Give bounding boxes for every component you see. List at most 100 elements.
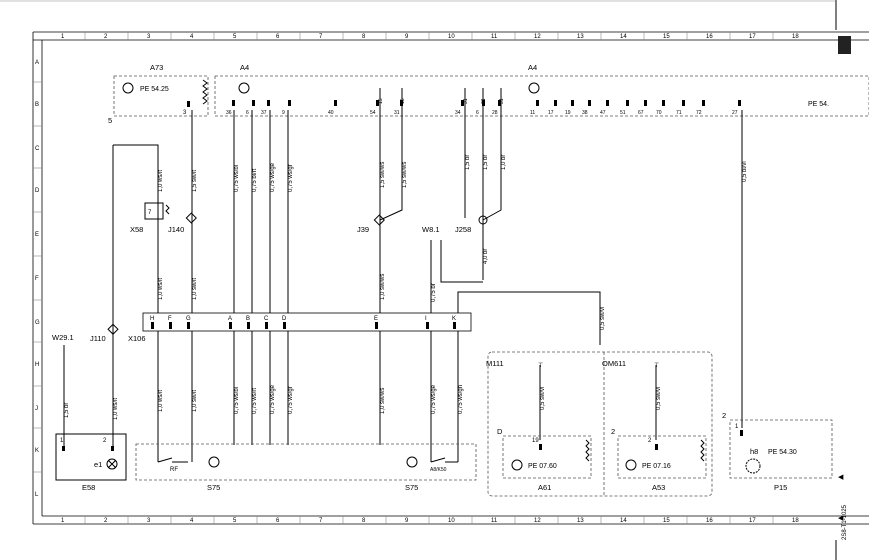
m111-label: M111: [486, 359, 504, 368]
wire-label: 0,75 ws/gn: [458, 385, 464, 414]
wire-label: 1,5 sw/lt: [192, 170, 198, 192]
x106-pin-marker: [283, 322, 286, 329]
grid-col-label: 18: [792, 518, 799, 524]
x106-connector: X106: [128, 312, 472, 343]
wire-label: 0,75 ws/gr: [288, 386, 294, 414]
x106-pin-marker: [247, 322, 250, 329]
svg-text:D: D: [497, 427, 503, 436]
a4-pin-marker: [267, 100, 270, 106]
a53-label: A53: [652, 483, 665, 492]
wire-label: 0,5 sw/vi: [600, 307, 606, 330]
wire-label: 1,0 ws/lt: [158, 170, 164, 192]
j140-label: J140: [168, 225, 184, 234]
j39-junction: J39: [357, 214, 385, 234]
a4-pin-label: 27: [732, 110, 738, 116]
x106-pin-label: D: [282, 316, 287, 322]
m5-label: 5: [108, 116, 112, 125]
grid-row-label: A: [35, 60, 39, 66]
a4-pin-label: 38: [582, 110, 588, 116]
a4-pin-marker: [498, 100, 501, 106]
grid-row-label: C: [35, 146, 40, 152]
wire-label: 0,5 sw/vi: [656, 387, 662, 410]
grid-row-label: L: [35, 492, 39, 498]
grid-col-label: 14: [620, 34, 627, 40]
a61-label: A61: [538, 483, 551, 492]
a73-module: A73 PE 54.25 3 5: [108, 63, 209, 125]
a4-pin-label: 37: [261, 110, 267, 116]
wire-label: 0,5 bl/vi: [742, 161, 748, 182]
grid-row-label: B: [35, 102, 39, 108]
x106-pin-marker: [426, 322, 429, 329]
a4-pin-label: 51: [620, 110, 626, 116]
wire-label: 0,75 br: [431, 283, 437, 302]
x106-pin-marker: [187, 322, 190, 329]
a4-pin-label: 40: [328, 110, 334, 116]
grid-col-label: 17: [749, 34, 756, 40]
p15-sub: h8: [750, 447, 758, 456]
grid-col-label: 1: [61, 34, 65, 40]
grid-col-label: 3: [147, 34, 151, 40]
j39-label: J39: [357, 225, 369, 234]
a4-pin-label: 67: [638, 110, 644, 116]
wire-label: 1,5 sw/ws: [402, 162, 408, 188]
p15-label: P15: [774, 483, 787, 492]
s75-module: RF S75 A8/K50 S75: [135, 443, 477, 492]
grid-col-label: 11: [491, 34, 498, 40]
grid-col-label: 6: [276, 518, 280, 524]
wire-label: 1,5 sw/ws: [380, 162, 386, 188]
j140-junction: J140: [168, 212, 197, 234]
grid-col-label: 3: [147, 518, 151, 524]
a4-pin-marker: [536, 100, 539, 106]
grid-col-label: 10: [448, 518, 455, 524]
e58-label: E58: [82, 483, 95, 492]
grid-col-label: 18: [792, 34, 799, 40]
grid-col-label: 13: [577, 518, 584, 524]
x58-label: X58: [130, 225, 143, 234]
a4-pin-marker: [738, 100, 741, 106]
e58-sub: e1: [94, 460, 102, 469]
a4-top-pin: 31: [481, 98, 487, 104]
x106-pin-marker: [169, 322, 172, 329]
wire-label: 0,5 sw/vi: [540, 387, 546, 410]
wire-label: 1,0 ws/lt: [158, 390, 164, 412]
om611-label: OM611: [602, 359, 626, 368]
wire-label: 0,75 ws/rt: [252, 388, 258, 414]
drawing-frame: [32, 31, 869, 525]
grid-col-label: 5: [233, 34, 237, 40]
a4-top-pin: 15: [400, 98, 406, 104]
grid-col-label: 14: [620, 518, 627, 524]
a4-left-label: A4: [240, 63, 249, 72]
grid-col-label: 9: [405, 34, 409, 40]
a73-ref: PE 54.25: [140, 86, 169, 93]
wire-label: 4,0 br: [483, 249, 489, 264]
wire-label: 1,0 ws/lt: [113, 398, 119, 420]
grid-col-label: 12: [534, 518, 541, 524]
grid-row-label: G: [35, 320, 40, 326]
a61-ref: PE 07.60: [528, 463, 557, 470]
svg-text:⊤: ⊤: [654, 362, 659, 369]
svg-text:2: 2: [611, 427, 615, 436]
x106-pin-marker: [375, 322, 378, 329]
wire-label: 0,75 ws/gr: [288, 164, 294, 192]
grid-col-label: 4: [190, 34, 194, 40]
e58-module: 1 2 e1 E58: [55, 433, 127, 492]
grid-col-label: 2: [104, 34, 108, 40]
a73-pin: 3: [183, 110, 187, 116]
a4-pin-label: 70: [656, 110, 662, 116]
svg-text:1: 1: [735, 424, 739, 430]
grid-row-label: J: [35, 406, 38, 412]
x106-pin-label: G: [186, 316, 191, 322]
wire-label: 0,75 ws/ge: [431, 384, 437, 414]
a4-module: A4 A4 PE 54.: [214, 63, 869, 117]
upper-wires: [112, 88, 743, 420]
grid-col-label: 7: [319, 34, 323, 40]
a4-pin-label: 31: [394, 110, 400, 116]
a4-pin-marker: [571, 100, 574, 106]
a4-top-pin: 31: [499, 98, 505, 104]
svg-text:◀: ◀: [838, 474, 844, 481]
a4-pin-marker: [461, 100, 464, 106]
